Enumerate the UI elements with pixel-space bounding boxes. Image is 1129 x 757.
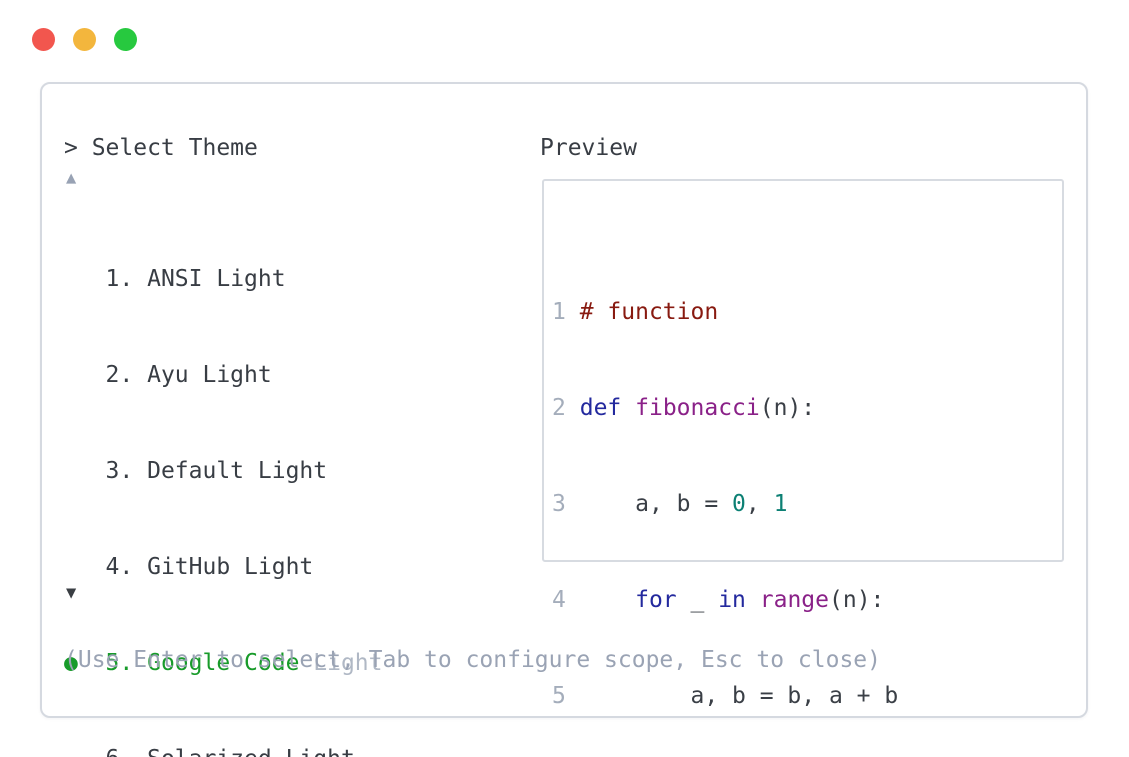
code-line: 4 for _ in range(n):: [552, 587, 885, 613]
function-token: fibonacci: [635, 395, 760, 421]
item-name: Solarized: [133, 746, 272, 757]
number-token: 0: [732, 491, 746, 517]
line-number: 5: [552, 683, 566, 709]
item-variant: Light: [272, 746, 355, 757]
theme-list-item[interactable]: 1. ANSI Light: [64, 263, 383, 295]
theme-list-item[interactable]: 3. Default Light: [64, 455, 383, 487]
line-number: 1: [552, 299, 566, 325]
item-marker: [64, 746, 92, 757]
item-variant: Light: [230, 554, 314, 580]
maximize-button[interactable]: [114, 28, 137, 51]
theme-list-item[interactable]: 6. Solarized Light: [64, 743, 383, 757]
close-button[interactable]: [32, 28, 55, 51]
scroll-down-icon[interactable]: ▼: [66, 583, 77, 603]
item-number: 2.: [91, 362, 134, 388]
item-number: 6.: [92, 746, 134, 757]
keyword-token: for: [635, 587, 677, 613]
item-variant: Light: [202, 266, 286, 292]
keyword-token: def: [579, 395, 622, 421]
comment-token: # function: [579, 299, 719, 325]
window-titlebar-controls: [32, 28, 137, 51]
item-name: GitHub: [133, 554, 231, 580]
item-marker: [64, 458, 92, 484]
number-token: 1: [773, 491, 788, 517]
item-name: ANSI: [133, 266, 203, 292]
line-number: 2: [552, 395, 566, 421]
keyword-token: in: [718, 587, 746, 613]
item-variant: Light: [244, 458, 328, 484]
keyboard-hint: (Use Enter to select, Tab to configure s…: [64, 647, 881, 673]
code-line: 3 a, b = 0, 1: [552, 491, 788, 517]
preview-pane: 1 # function 2 def fibonacci(n): 3 a, b …: [542, 179, 1064, 709]
line-number: 4: [552, 587, 566, 613]
line-number: 3: [552, 491, 566, 517]
scroll-up-icon[interactable]: ▲: [66, 168, 77, 188]
item-number: 4.: [91, 554, 134, 580]
item-marker: [64, 362, 92, 388]
item-marker: [64, 266, 92, 292]
theme-picker-dialog: > Select Theme ▲ 1. ANSI Light 2. Ayu Li…: [40, 82, 1088, 757]
item-number: 1.: [91, 266, 134, 292]
code-line: 2 def fibonacci(n):: [552, 395, 816, 421]
code-preview: 1 # function 2 def fibonacci(n): 3 a, b …: [552, 232, 959, 757]
item-name: Google Code: [133, 650, 300, 676]
item-number: 3.: [91, 458, 134, 484]
item-variant: Light: [188, 362, 272, 388]
preview-label: Preview: [540, 135, 637, 161]
item-marker: [64, 554, 92, 580]
code-line: 5 a, b = b, a + b: [552, 683, 899, 709]
code-line: 1 # function: [552, 296, 959, 328]
minimize-button[interactable]: [73, 28, 96, 51]
theme-list-item-selected[interactable]: ● 5. Google Code Light: [64, 647, 383, 679]
item-name: Default: [133, 458, 245, 484]
theme-list: 1. ANSI Light 2. Ayu Light 3. Default Li…: [64, 199, 383, 757]
theme-list-item[interactable]: 2. Ayu Light: [64, 359, 383, 391]
item-name: Ayu: [133, 362, 189, 388]
theme-list-item[interactable]: 4. GitHub Light: [64, 551, 383, 583]
dialog-prompt: > Select Theme: [64, 135, 258, 161]
item-variant: Light: [299, 650, 383, 676]
item-number: 5.: [91, 650, 134, 676]
function-token: range: [759, 587, 830, 613]
selected-bullet-icon: ●: [64, 650, 92, 676]
